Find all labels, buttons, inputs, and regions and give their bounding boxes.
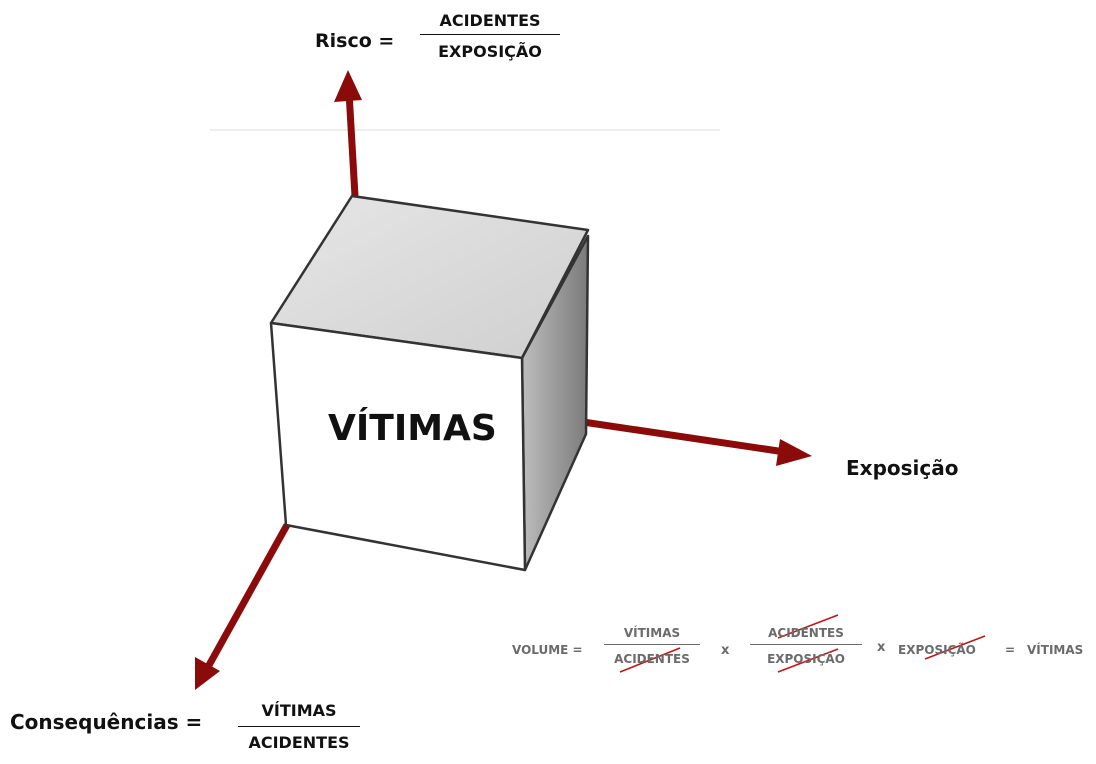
fraction-bar — [750, 644, 862, 645]
risk-numerator: ACIDENTES — [439, 11, 541, 30]
times-symbol-1: x — [721, 643, 730, 658]
volume-fraction-2-denominator: EXPOSIÇÃO — [767, 652, 845, 666]
fraction-bar — [420, 34, 560, 35]
volume-fraction-1-numerator: VÍTIMAS — [623, 626, 681, 640]
risk-axis-arrow — [334, 70, 362, 197]
risk-denominator: EXPOSIÇÃO — [438, 42, 542, 61]
volume-fraction-2: ACIDENTES EXPOSIÇÃO — [750, 622, 862, 673]
volume-label: VOLUME = — [512, 643, 583, 657]
fraction-bar — [604, 644, 700, 645]
consequences-axis-arrow — [195, 523, 291, 690]
exposure-axis-arrow — [582, 418, 812, 466]
strike-acidentes-denominator — [619, 647, 681, 673]
exposure-label: Exposição — [846, 456, 959, 480]
volume-result: VÍTIMAS — [1027, 643, 1084, 657]
risk-label: Risco = — [315, 30, 395, 52]
strike-acidentes-numerator — [777, 614, 839, 639]
consequences-fraction: VÍTIMAS ACIDENTES — [238, 696, 360, 759]
volume-exposure-term: EXPOSIÇÃO — [898, 643, 976, 657]
consequences-label: Consequências = — [10, 710, 203, 734]
consequences-numerator: VÍTIMAS — [261, 701, 337, 720]
cube-front-face — [269, 321, 527, 572]
times-symbol-2: x — [877, 640, 886, 655]
cancel-strikes — [619, 614, 986, 673]
risk-fraction: ACIDENTES EXPOSIÇÃO — [420, 8, 560, 69]
cube — [269, 194, 590, 572]
volume-fraction-1-denominator: ACIDENTES — [614, 652, 690, 666]
strike-exposicao-term — [924, 635, 986, 660]
consequences-denominator: ACIDENTES — [248, 733, 350, 752]
strike-exposicao-denominator — [777, 648, 839, 673]
volume-fraction-1: VÍTIMAS ACIDENTES — [604, 622, 700, 673]
fraction-bar — [238, 726, 360, 727]
cube-label: VÍTIMAS — [328, 408, 497, 449]
volume-fraction-2-numerator: ACIDENTES — [768, 626, 844, 640]
volume-equals: = — [1005, 643, 1016, 657]
